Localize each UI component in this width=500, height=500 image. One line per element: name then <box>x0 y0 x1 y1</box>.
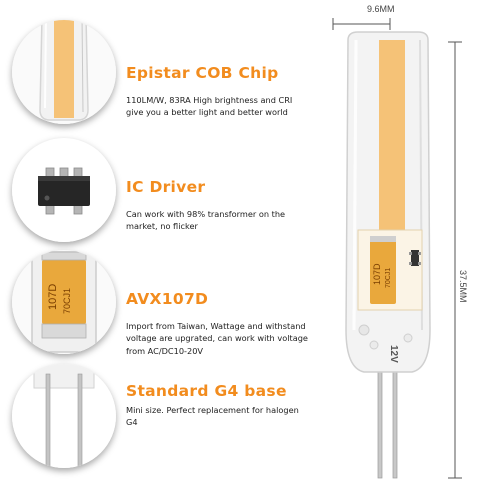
product-capacitor <box>370 236 396 304</box>
g4-pins-icon <box>12 364 116 468</box>
feature-title: Epistar COB Chip <box>126 64 279 82</box>
product-capacitor-marking-1: 107D <box>372 263 382 285</box>
feature-title: IC Driver <box>126 178 206 196</box>
product-capacitor-marking-2: 70CJ1 <box>385 268 392 288</box>
cob-chip-icon <box>12 20 116 124</box>
voltage-mark: 12V <box>388 345 399 363</box>
height-dimension-label: 37.5MM <box>458 270 468 303</box>
feature-cob-chip: Epistar COB Chip 110LM/W, 83RA High brig… <box>126 64 312 119</box>
feature-description: Import from Taiwan, Wattage and withstan… <box>126 321 308 356</box>
g4-led-bulb-illustration: 107D 70CJ1 12V <box>332 18 462 479</box>
feature-title: AVX107D <box>126 290 209 308</box>
feature-ic-driver: IC Driver Can work with 98% transformer … <box>126 178 312 233</box>
cob-chip-strip <box>379 40 405 230</box>
feature-description: Mini size. Perfect replacement for halog… <box>126 405 299 428</box>
capacitor-marking-2: 70CJ1 <box>62 288 72 314</box>
feature-title: Standard G4 base <box>126 382 287 400</box>
feature-g4-base: Standard G4 base Mini size. Perfect repl… <box>126 382 312 429</box>
ic-driver-icon <box>12 138 116 242</box>
feature-description: Can work with 98% transformer on the mar… <box>126 209 286 232</box>
feature-description: 110LM/W, 83RA High brightness and CRI gi… <box>126 95 293 118</box>
capacitor-marking-1: 107D <box>47 284 59 310</box>
width-dimension-label: 9.6MM <box>367 4 395 14</box>
feature-avx-capacitor: AVX107D Import from Taiwan, Wattage and … <box>126 290 312 357</box>
capacitor-icon: 107D 70CJ1 <box>12 250 116 354</box>
